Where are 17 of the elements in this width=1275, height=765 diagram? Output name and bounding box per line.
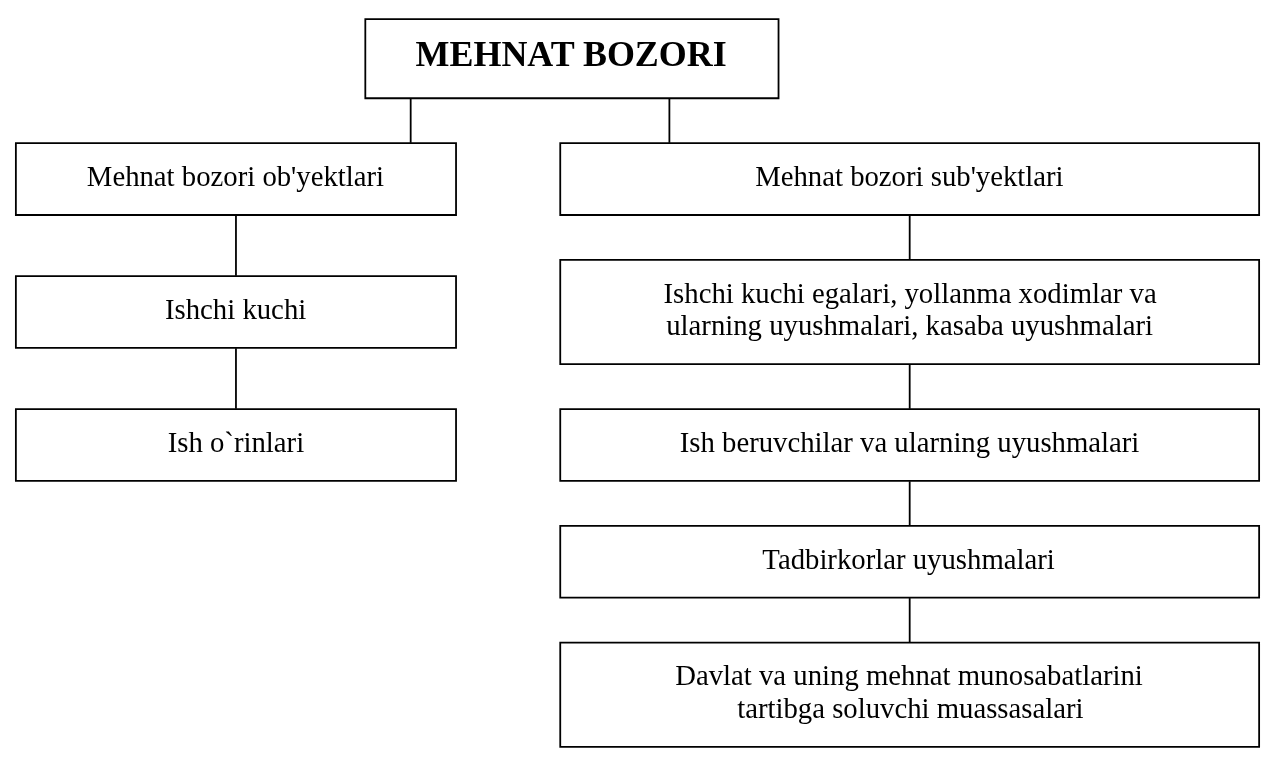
connector	[409, 97, 412, 144]
node-box: Ish beruvchilar va ularning uyushmalari	[559, 407, 1261, 482]
connector	[235, 214, 237, 277]
connector	[908, 596, 911, 643]
node-box: Ish o`rinlari	[14, 407, 457, 482]
connector	[908, 363, 911, 410]
node-box: MEHNAT BOZORI	[364, 17, 780, 99]
node-box: Ishchi kuchi	[14, 274, 457, 349]
connector	[668, 97, 671, 144]
node-box: Davlat va uning mehnat munosabatlarini tartibga soluvchi muassasalari	[559, 641, 1261, 748]
node-box: Mehnat bozori ob'yektlari	[14, 141, 457, 216]
connector	[235, 346, 237, 410]
connector	[908, 214, 911, 261]
node-box: Mehnat bozori sub'yektlari	[559, 141, 1261, 216]
connector	[908, 479, 911, 526]
node-box: Tadbirkorlar uyushmalari	[559, 524, 1261, 599]
node-box: Ishchi kuchi egalari, yollanma xodimlar va ularning uyushmalari, kasaba uyushmalari	[559, 258, 1261, 365]
